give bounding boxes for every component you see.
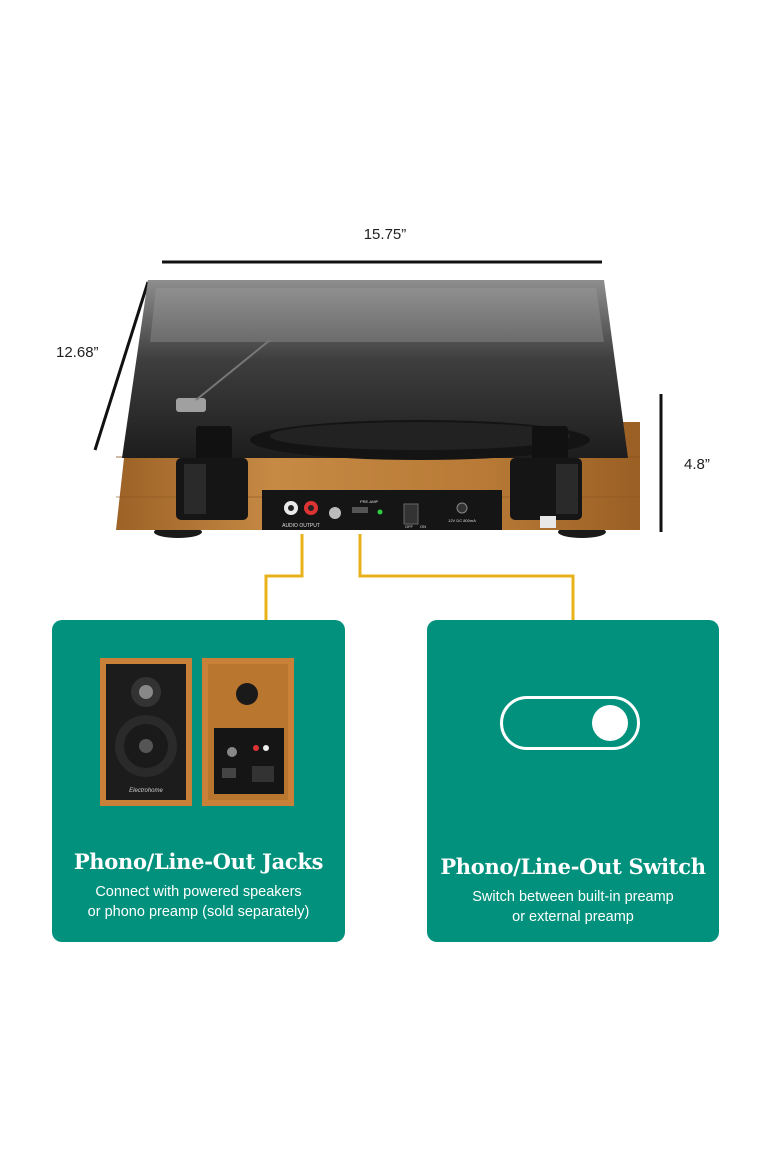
- audio-output-label: AUDIO OUTPUT: [282, 523, 320, 529]
- turntable-illustration: AUDIO OUTPUT PRE-AMP OFF ON 12V DC 800mA: [93, 260, 663, 620]
- depth-dimension-label: 12.68”: [56, 344, 99, 361]
- power-switch: [403, 503, 419, 525]
- dc-jack: [456, 502, 468, 514]
- jacks-feature-card: Electrohome Phono/Line-Out Jacks Connect…: [52, 620, 345, 942]
- switch-desc-line2: or external preamp: [512, 909, 634, 925]
- hinge-left: [176, 426, 248, 520]
- height-dimension-label: 4.8”: [684, 456, 710, 473]
- rating-sticker: [540, 516, 556, 528]
- switch-card-description: Switch between built-in preamp or extern…: [433, 887, 713, 927]
- power-label: 12V DC 800mA: [448, 518, 476, 523]
- hinge-right: [510, 426, 582, 520]
- toggle-knob: [592, 705, 628, 741]
- speaker-brand: Electrohome: [129, 788, 163, 794]
- power-led: [377, 509, 383, 515]
- jacks-desc-line1: Connect with powered speakers: [95, 884, 302, 900]
- connector-line-switch: [358, 534, 575, 620]
- ground-terminal: [329, 507, 341, 519]
- width-dimension-label: 15.75”: [363, 226, 407, 243]
- tonearm: [176, 398, 206, 412]
- switch-desc-line1: Switch between built-in preamp: [472, 889, 674, 905]
- switch-feature-card: Phono/Line-Out Switch Switch between bui…: [427, 620, 719, 942]
- preamp-label: PRE-AMP: [360, 499, 379, 504]
- toggle-switch-icon: [500, 696, 640, 750]
- speaker-rear: [202, 658, 294, 806]
- preamp-switch: [352, 507, 368, 513]
- rca-jacks: [284, 501, 318, 515]
- powered-speakers-image: Electrohome: [100, 658, 294, 806]
- jacks-card-title: Phono/Line-Out Jacks: [73, 849, 324, 874]
- switch-off-label: OFF: [405, 524, 414, 529]
- switch-on-label: ON: [420, 524, 426, 529]
- speaker-front: Electrohome: [100, 658, 192, 806]
- jacks-desc-line2: or phono preamp (sold separately): [87, 904, 310, 920]
- jacks-card-description: Connect with powered speakers or phono p…: [58, 882, 339, 922]
- depth-dimension-line: [93, 281, 150, 451]
- switch-card-title: Phono/Line-Out Switch: [440, 854, 706, 879]
- connector-line-jacks: [264, 534, 304, 620]
- dust-cover: [122, 280, 628, 458]
